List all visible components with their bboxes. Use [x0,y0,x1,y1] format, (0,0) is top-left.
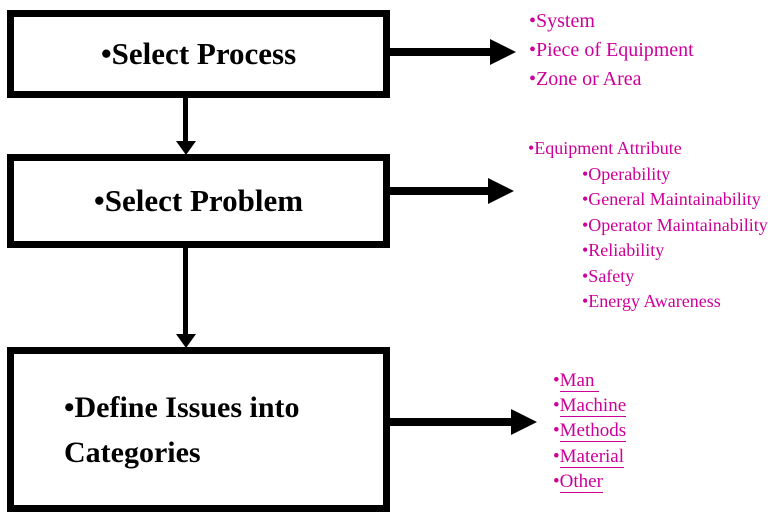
bullet: • [553,395,560,417]
box-select-problem-label: •Select Problem [93,183,304,219]
list-item-energy-awareness: •Energy Awareness [582,291,721,311]
right-arrow-line-3 [385,418,512,426]
process-detail-list: •System •Piece of Equipment •Zone or Are… [529,7,694,94]
box-select-problem: •Select Problem [7,154,390,248]
list-item-system: •System [529,10,595,32]
list-item-material: •Material [553,444,626,469]
list-item-operator-maintainability: •Operator Maintainability [582,214,768,235]
down-arrow-line-1 [183,96,188,142]
box-define-issues-label: •Define Issues into Categories [64,390,300,469]
list-item-piece-of-equipment: •Piece of Equipment [529,39,694,61]
problem-detail-list: •Equipment Attribute •Operability •Gener… [528,136,768,315]
list-item-equipment-attribute: •Equipment Attribute [528,138,682,158]
list-item-safety: •Safety [582,265,635,286]
box-select-process: •Select Process [7,10,390,98]
link-methods[interactable]: Methods [559,420,627,443]
box-select-process-label: •Select Process [100,36,297,72]
down-arrowhead-icon-1 [176,141,196,155]
list-item-general-maintainability: •General Maintainability [582,189,761,209]
bullet: • [553,370,560,391]
link-other[interactable]: Other [559,470,603,493]
down-arrow-line-2 [183,246,188,335]
list-item-methods: •Methods [553,418,627,443]
link-machine[interactable]: Machine [559,395,627,418]
right-arrow-line-1 [385,48,491,56]
list-item-machine: •Machine [553,393,627,418]
list-item-reliability: •Reliability [582,240,665,260]
list-item-man: •Man [553,368,626,393]
right-arrowhead-icon-1 [490,39,516,65]
link-man[interactable]: Man [559,370,600,392]
list-item-zone-or-area: •Zone or Area [529,68,642,90]
bullet: • [553,470,560,492]
list-item-other: •Other [553,469,626,494]
bullet: • [553,445,560,467]
right-arrowhead-icon-3 [511,409,537,435]
list-item-operability: •Operability [582,163,671,184]
down-arrowhead-icon-2 [176,334,196,348]
right-arrow-line-2 [385,187,489,195]
link-material[interactable]: Material [559,445,625,468]
bullet: • [553,420,560,442]
category-detail-list: •Man •Machine •Methods •Material •Other [553,368,627,494]
right-arrowhead-icon-2 [488,178,514,204]
box-define-issues: •Define Issues into Categories [7,347,390,512]
